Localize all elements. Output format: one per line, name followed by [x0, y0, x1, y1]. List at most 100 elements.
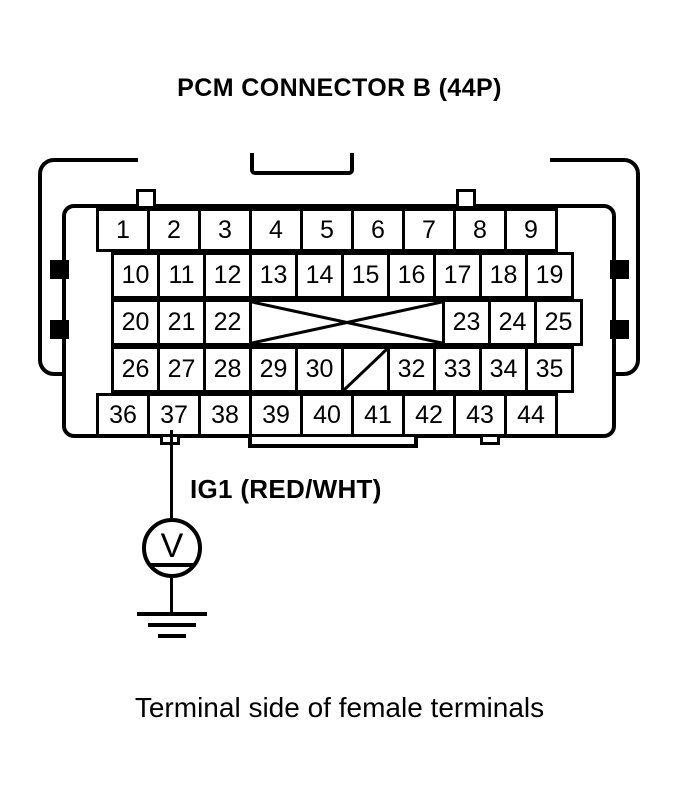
voltmeter-icon: V	[142, 518, 202, 578]
terminal-number: 39	[262, 400, 290, 429]
terminal-cell: 37	[147, 393, 201, 437]
blanked-terminal-span-x	[249, 299, 445, 346]
terminal-cell: 21	[157, 299, 206, 346]
terminal-cell: 9	[504, 208, 558, 252]
terminal-cell: 17	[433, 252, 482, 299]
voltmeter-measurement-group: V	[0, 430, 679, 660]
terminal-cell: 32	[387, 346, 436, 393]
terminal-number: 38	[211, 400, 239, 429]
terminal-number: 44	[517, 400, 545, 429]
connector-latch-tab	[250, 153, 354, 175]
terminal-row-5: 36 37 38 39 40 41 42 43 44	[96, 393, 558, 437]
left-lock-tab-lower-icon	[50, 320, 69, 339]
terminal-number: 33	[443, 355, 472, 383]
top-right-notch-icon	[456, 189, 476, 206]
wire-label: IG1 (RED/WHT)	[190, 474, 382, 504]
terminal-cell: 14	[295, 252, 344, 299]
left-lock-tab-upper-icon	[50, 260, 69, 279]
terminal-number: 4	[269, 215, 283, 244]
right-lock-tab-lower-icon	[610, 320, 629, 339]
terminal-cell: 30	[295, 346, 344, 393]
terminal-number: 14	[305, 261, 334, 289]
terminal-cell: 4	[249, 208, 303, 252]
terminal-number: 8	[473, 215, 487, 244]
terminal-number: 41	[364, 400, 392, 429]
page-title: PCM CONNECTOR B (44P)	[177, 74, 502, 102]
terminal-number: 36	[109, 400, 137, 429]
terminal-number: 15	[351, 261, 380, 289]
terminal-number: 28	[213, 355, 242, 383]
terminal-cell: 15	[341, 252, 390, 299]
terminal-cell: 40	[300, 393, 354, 437]
terminal-cell: 22	[203, 299, 252, 346]
terminal-cell: 34	[479, 346, 528, 393]
terminal-number: 30	[305, 355, 334, 383]
terminal-number: 40	[313, 400, 341, 429]
terminal-number: 43	[466, 400, 494, 429]
terminal-number: 20	[121, 308, 150, 336]
right-lock-tab-upper-icon	[610, 260, 629, 279]
terminal-cell: 19	[525, 252, 574, 299]
terminal-cell: 16	[387, 252, 436, 299]
terminal-cell: 8	[453, 208, 507, 252]
terminal-cell: 7	[402, 208, 456, 252]
terminal-number: 34	[489, 355, 518, 383]
terminal-number: 9	[524, 215, 538, 244]
terminal-cell: 24	[488, 299, 537, 346]
terminal-cell: 3	[198, 208, 252, 252]
terminal-cell: 12	[203, 252, 252, 299]
terminal-number: 10	[121, 261, 150, 289]
terminal-cell: 20	[111, 299, 160, 346]
terminal-number: 29	[259, 355, 288, 383]
terminal-cell: 28	[203, 346, 252, 393]
figure-caption: Terminal side of female terminals	[134, 692, 545, 723]
voltmeter-baseline	[150, 563, 194, 567]
terminal-number: 23	[452, 308, 481, 336]
terminal-cell: 18	[479, 252, 528, 299]
test-lead-wire-lower	[170, 576, 173, 614]
terminal-cell: 27	[157, 346, 206, 393]
terminal-number: 6	[371, 215, 385, 244]
terminal-cell: 13	[249, 252, 298, 299]
terminal-number: 21	[167, 308, 196, 336]
terminal-number: 2	[167, 215, 181, 244]
terminal-cell: 11	[157, 252, 206, 299]
ground-bar-3-icon	[158, 634, 186, 638]
blanked-terminal-slash	[341, 346, 390, 393]
terminal-cell: 1	[96, 208, 150, 252]
terminal-cell: 35	[525, 346, 574, 393]
terminal-cell: 33	[433, 346, 482, 393]
terminal-cell: 36	[96, 393, 150, 437]
terminal-cell: 44	[504, 393, 558, 437]
terminal-number: 5	[320, 215, 334, 244]
terminal-cell: 29	[249, 346, 298, 393]
terminal-cell: 5	[300, 208, 354, 252]
ground-bar-1-icon	[137, 612, 207, 616]
terminal-cell: 26	[111, 346, 160, 393]
terminal-cell: 38	[198, 393, 252, 437]
terminal-cell: 6	[351, 208, 405, 252]
terminal-cell: 25	[534, 299, 583, 346]
terminal-number: 42	[415, 400, 443, 429]
top-left-notch-icon	[136, 189, 156, 206]
terminal-number: 25	[544, 308, 573, 336]
terminal-number: 22	[213, 308, 242, 336]
terminal-number: 7	[422, 215, 436, 244]
terminal-number: 37	[160, 400, 188, 429]
terminal-number: 19	[535, 261, 564, 289]
terminal-number: 11	[168, 261, 195, 289]
terminal-number: 3	[218, 215, 232, 244]
terminal-number: 26	[121, 355, 150, 383]
terminal-number: 13	[259, 261, 288, 289]
terminal-number: 35	[535, 355, 564, 383]
terminal-number: 27	[167, 355, 196, 383]
terminal-number: 16	[397, 261, 426, 289]
terminal-number: 32	[397, 355, 426, 383]
terminal-cell: 10	[111, 252, 160, 299]
test-lead-wire-upper	[170, 430, 173, 522]
terminal-cell: 23	[442, 299, 491, 346]
